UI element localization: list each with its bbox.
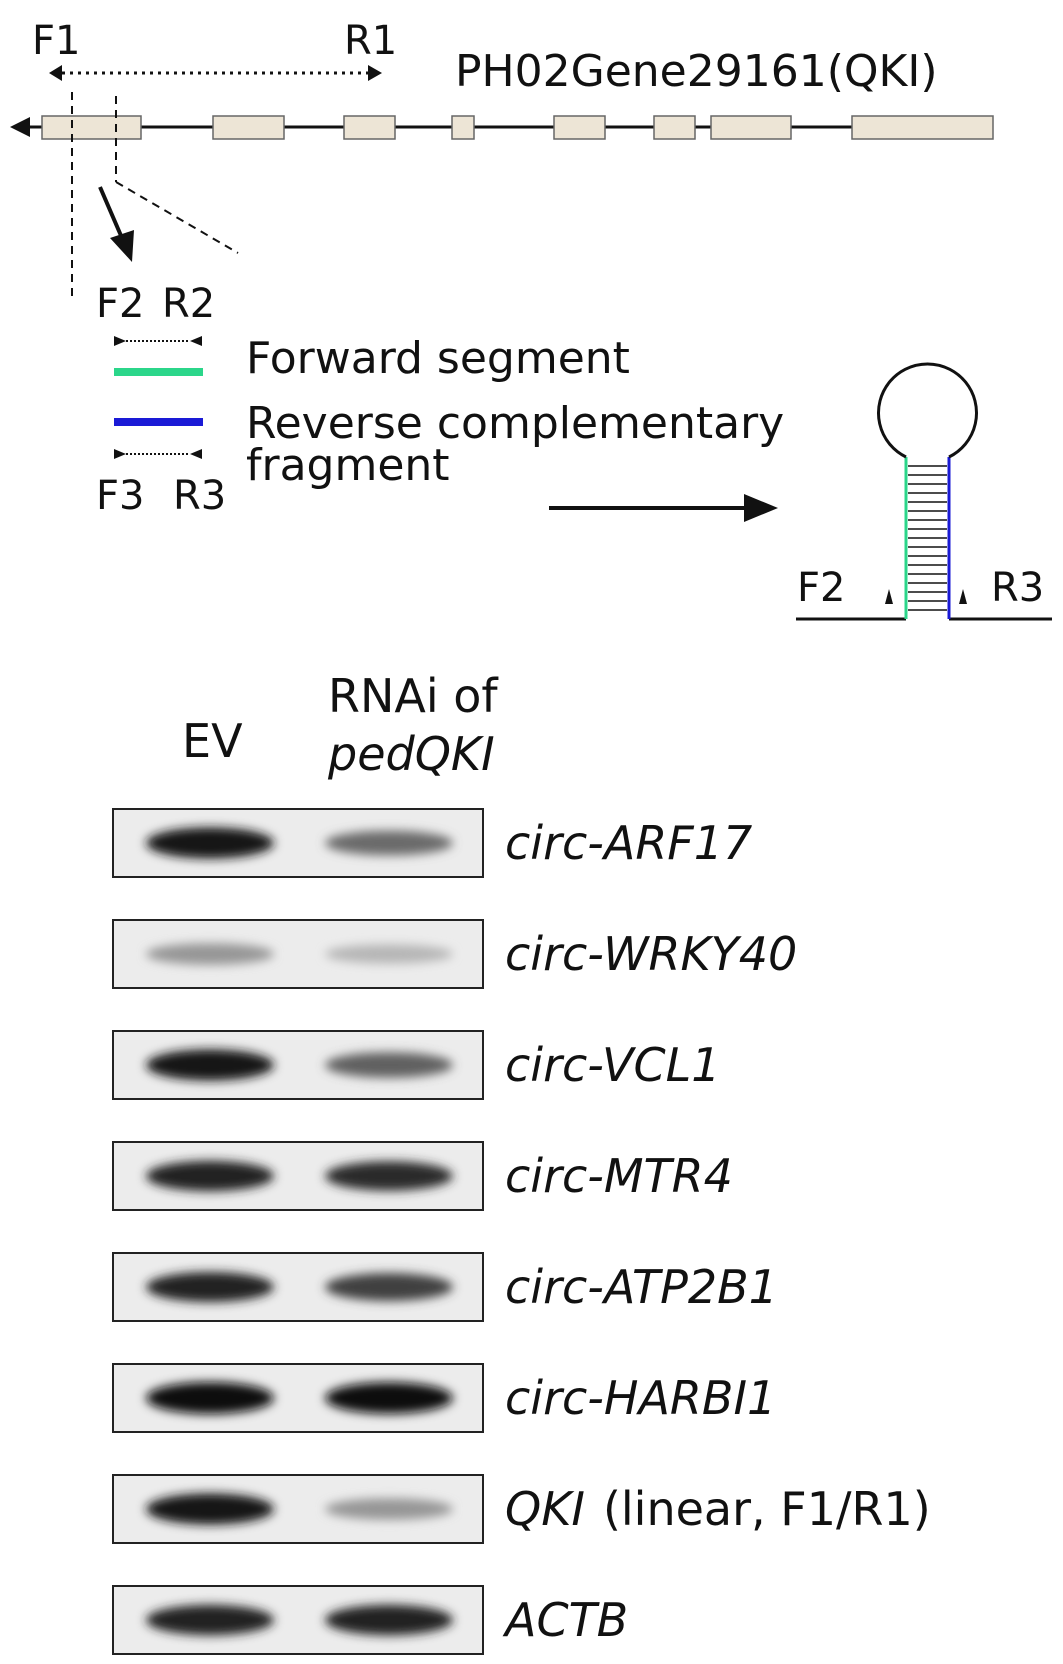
gel-row-label: circ-VCL1 <box>505 1038 721 1092</box>
primer-f1-label: F1 <box>32 18 80 64</box>
zoom-arrow-shaft <box>98 186 124 239</box>
gel-row-label: circ-WRKY40 <box>505 927 797 981</box>
gel-band-rnai <box>325 830 453 856</box>
primer-r3-arrowhead <box>190 449 202 459</box>
gel-band-rnai <box>325 944 453 964</box>
exon-box <box>343 115 396 140</box>
exon-box <box>553 115 606 140</box>
gel-strip: ACTB <box>112 1585 628 1655</box>
gel-band-rnai <box>325 1161 453 1191</box>
zoom-arrow-head <box>110 230 134 262</box>
gel-band-ev <box>146 1271 274 1303</box>
gel-row-label: circ-ARF17 <box>505 816 752 870</box>
gel-band-ev <box>146 1049 274 1081</box>
primer-r2-arrowhead <box>190 336 202 346</box>
zoom-dashed-line-right-diagonal <box>115 181 239 254</box>
gel-strip: circ-VCL1 <box>112 1030 721 1100</box>
hairpin-primer-f2-arrowhead <box>885 589 893 604</box>
gel-row-label: ACTB <box>502 1593 628 1647</box>
gel-strip: circ-ARF17 <box>112 808 752 878</box>
hairpin-primer-r3-arrowhead <box>959 589 967 604</box>
gel-band-rnai <box>325 1498 453 1520</box>
primer-r1-arrowhead <box>368 65 382 81</box>
gel-column-header-rnai-line1: RNAi of <box>328 669 499 723</box>
exon-box <box>653 115 696 140</box>
gel-band-rnai <box>325 1382 453 1414</box>
hairpin-loop <box>877 362 978 459</box>
gel-row-label: circ-MTR4 <box>505 1149 733 1203</box>
reverse-fragment-label-line2: fragment <box>246 440 450 491</box>
gel-band-rnai <box>325 1604 453 1636</box>
gel-band-ev <box>146 827 274 859</box>
primer-f3-label: F3 <box>96 473 144 519</box>
gel-strip: circ-HARBI1 <box>112 1363 776 1433</box>
primer-r2-label: R2 <box>162 281 215 327</box>
gel-panel: EV RNAi of pedQKI circ-ARF17circ-WRKY40c… <box>112 669 931 1655</box>
forward-segment-label: Forward segment <box>246 333 630 384</box>
gel-strip: circ-ATP2B1 <box>112 1252 778 1322</box>
primer-r1-label: R1 <box>344 18 397 64</box>
exon-box <box>212 115 285 140</box>
gel-strip: circ-WRKY40 <box>112 919 797 989</box>
gel-strip: QKI(linear, F1/R1) <box>112 1474 931 1544</box>
exon-box <box>851 115 994 140</box>
gel-band-rnai <box>325 1052 453 1078</box>
gene-name-label: PH02Gene29161(QKI) <box>455 46 938 97</box>
primer-r3-label: R3 <box>173 473 226 519</box>
gene-structure: F1 R1 PH02Gene29161(QKI) <box>10 18 994 298</box>
gel-row-label: circ-ATP2B1 <box>505 1260 778 1314</box>
primer-f3-arrowhead <box>114 449 126 459</box>
exon-group <box>41 115 994 140</box>
segment-legend: F2 R2 Forward segment Reverse complement… <box>96 281 784 522</box>
primer-f2-arrowhead <box>114 336 126 346</box>
construct-arrow-head <box>744 494 778 522</box>
gel-row-label: QKI(linear, F1/R1) <box>505 1482 931 1536</box>
gel-band-ev <box>146 943 274 965</box>
gel-column-header-ev: EV <box>182 714 243 768</box>
exon-box <box>451 115 475 140</box>
primer-f1-arrowhead <box>49 65 62 81</box>
hairpin-construct: F2 R3 <box>796 362 1052 621</box>
gel-column-header-rnai-line2: pedQKI <box>327 727 495 781</box>
gel-band-ev <box>146 1160 274 1192</box>
hairpin-primer-r3-label: R3 <box>991 565 1044 611</box>
hairpin-primer-f2-label: F2 <box>797 565 845 611</box>
gene-direction-arrowhead <box>10 117 30 137</box>
primer-f2-label: F2 <box>96 281 144 327</box>
gel-band-ev <box>146 1382 274 1414</box>
reverse-fragment-label-line1: Reverse complementary <box>246 398 784 449</box>
exon-box <box>41 115 142 140</box>
gel-rows: circ-ARF17 circ-WRKY40 circ-VCL1 circ-MTR4 c… <box>112 808 931 1655</box>
hairpin-base-pairs <box>908 465 947 611</box>
gel-strip: circ-MTR4 <box>112 1141 733 1211</box>
gel-band-rnai <box>325 1273 453 1301</box>
gel-row-label: circ-HARBI1 <box>505 1371 776 1425</box>
gel-band-ev <box>146 1493 274 1525</box>
gel-band-ev <box>146 1604 274 1636</box>
exon-box <box>710 115 792 140</box>
